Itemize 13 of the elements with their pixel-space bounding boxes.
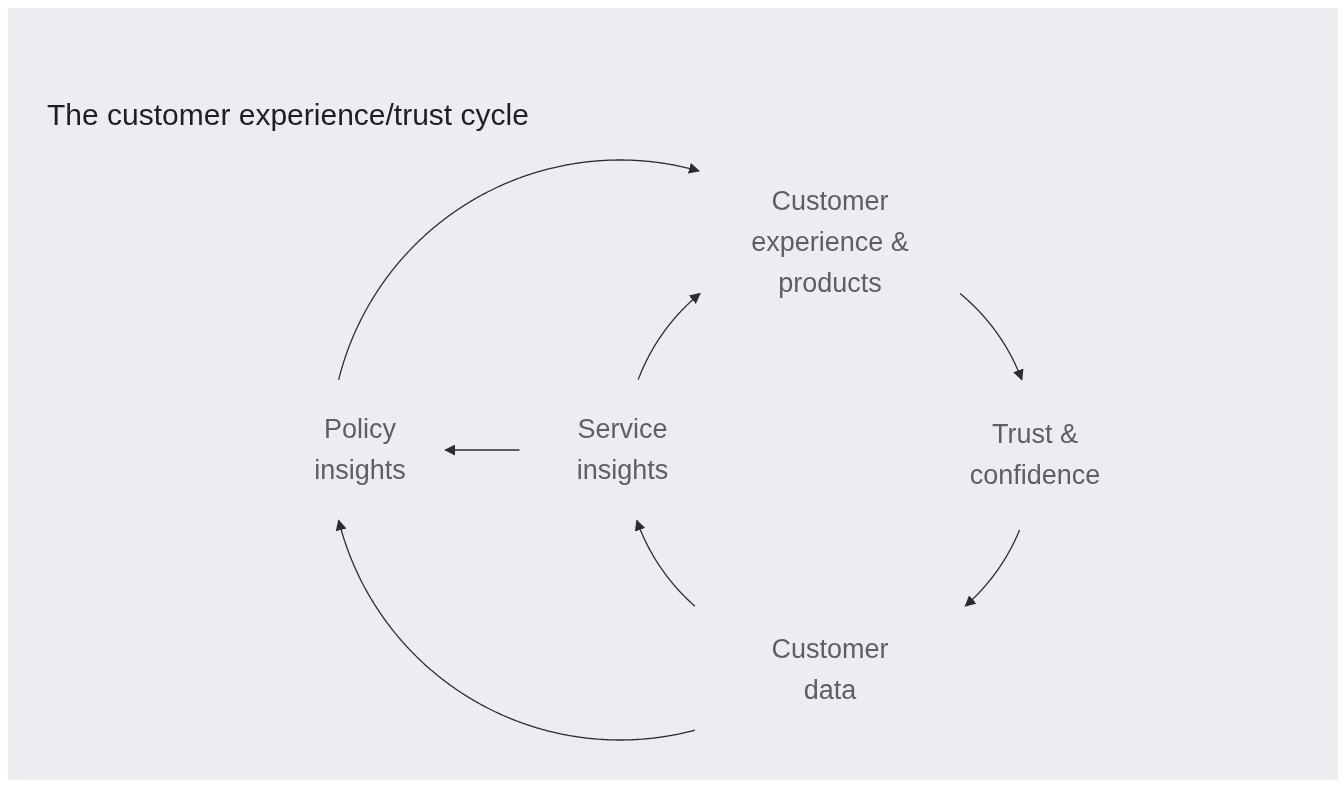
node-label: Service insights — [520, 380, 725, 520]
diagram-title: The customer experience/trust cycle — [47, 98, 529, 132]
arrow — [637, 292, 701, 381]
arrow — [337, 159, 700, 381]
node-label: Policy insights — [275, 380, 445, 520]
arrow — [444, 444, 521, 456]
arrow — [634, 519, 696, 607]
node-label: Customer experience & products — [700, 165, 960, 320]
node-label: Trust & confidence — [950, 380, 1120, 530]
arrow — [335, 519, 696, 741]
arrow — [959, 292, 1024, 381]
node-label: Customer data — [695, 600, 965, 740]
arrow — [964, 529, 1021, 607]
